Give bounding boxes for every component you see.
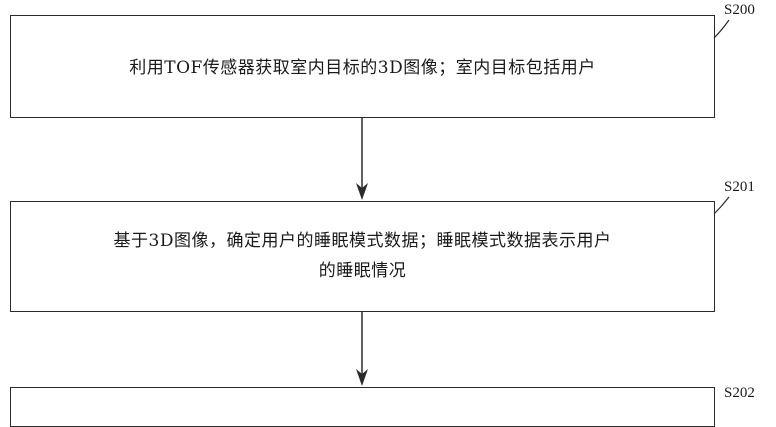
step-text-line: 基于3D图像，确定用户的睡眠模式数据；睡眠模式数据表示用户 — [113, 231, 612, 251]
arrow-s200-to-s201 — [356, 118, 368, 200]
step-text-line: 利用TOF传感器获取室内目标的3D图像；室内目标包括用户 — [129, 58, 596, 78]
step-box-s200: 利用TOF传感器获取室内目标的3D图像；室内目标包括用户 — [10, 15, 715, 118]
arrow-s201-to-s202 — [356, 312, 368, 386]
step-label-s200: S200 — [724, 2, 755, 18]
leader-line-s200 — [713, 19, 730, 39]
step-text-s201: 基于3D图像，确定用户的睡眠模式数据；睡眠模式数据表示用户 的睡眠情况 — [11, 226, 714, 286]
step-text-s200: 利用TOF传感器获取室内目标的3D图像；室内目标包括用户 — [11, 53, 714, 83]
step-text-line: 的睡眠情况 — [318, 261, 407, 281]
step-box-s201: 基于3D图像，确定用户的睡眠模式数据；睡眠模式数据表示用户 的睡眠情况 — [10, 201, 715, 312]
step-label-s201: S201 — [724, 179, 755, 195]
step-label-s202: S202 — [724, 385, 755, 401]
leader-line-s201 — [713, 196, 730, 215]
step-box-s202 — [10, 387, 715, 427]
